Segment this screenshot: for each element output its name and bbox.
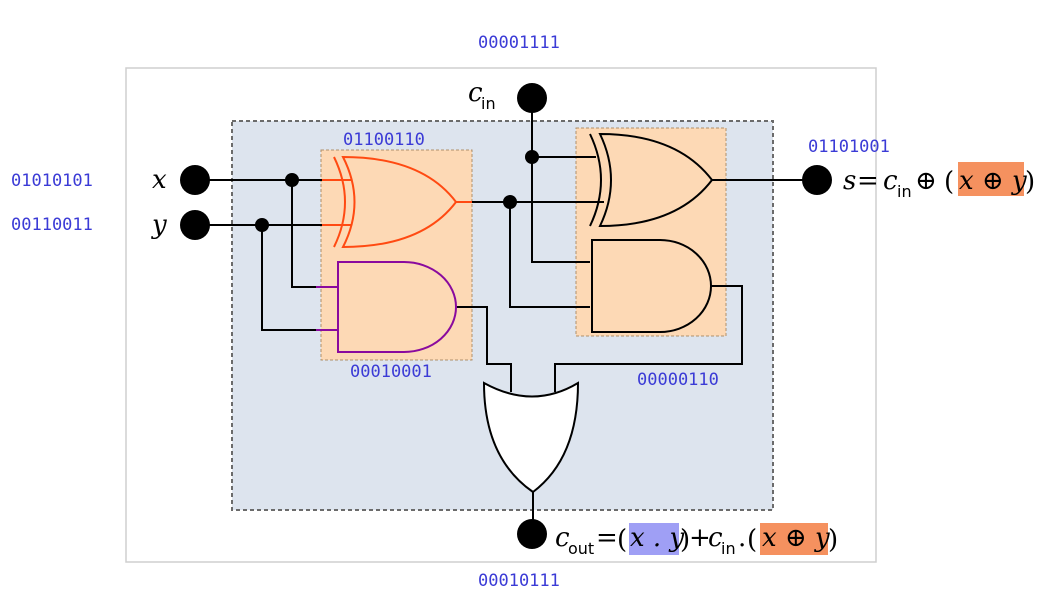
or-gate [482, 381, 580, 494]
svg-text:): ) [680, 525, 690, 555]
xor-gate-1 [333, 155, 458, 249]
svg-text:x ⊕ y: x ⊕ y [762, 523, 830, 553]
sum-expression: s = c in ⊕ ( x ⊕ y ) [843, 162, 1035, 201]
svg-text:): ) [1025, 167, 1035, 197]
y-label: y [151, 210, 167, 240]
and-gate-2 [591, 239, 712, 333]
svg-text:(: ( [617, 525, 627, 555]
sum-xor-highlight [958, 162, 1024, 196]
y-terminal [180, 210, 210, 240]
svg-text:x . y: x . y [630, 523, 684, 553]
svg-text:⊕: ⊕ [915, 166, 937, 196]
svg-text:s: s [843, 166, 856, 196]
svg-text:): ) [828, 525, 838, 555]
svg-text:c: c [555, 523, 570, 553]
svg-text:c: c [468, 78, 483, 108]
x-terminal [180, 165, 210, 195]
junction-dots [255, 150, 539, 232]
svg-text:in: in [721, 539, 736, 558]
cout-and-highlight [629, 523, 679, 555]
and1-input-stubs [316, 286, 338, 331]
svg-text:=: = [857, 166, 879, 196]
and1-binary: 00010001 [350, 362, 432, 382]
sum-terminal [802, 165, 832, 195]
and2-binary: 00000110 [637, 370, 719, 390]
svg-text:out: out [568, 539, 594, 558]
svg-text:in: in [481, 94, 496, 113]
cout-xor-highlight [760, 523, 828, 555]
svg-text:c: c [708, 523, 723, 553]
svg-text:+: + [689, 523, 711, 553]
cout-binary: 00010111 [478, 571, 560, 591]
cout-expression: c out = ( x . y ) + c in . ( x ⊕ y ) [555, 523, 838, 558]
cin-binary: 00001111 [478, 33, 560, 53]
x-label: x [152, 165, 167, 195]
y-binary: 00110011 [11, 215, 93, 235]
xor-gate-2 [589, 132, 714, 228]
svg-text:c: c [883, 166, 898, 196]
xor1-input-stubs [322, 179, 472, 226]
cout-terminal [517, 519, 547, 549]
svg-text:in: in [897, 182, 912, 201]
svg-text:(: ( [747, 525, 757, 555]
svg-text:(: ( [944, 167, 954, 197]
svg-text:.: . [738, 523, 746, 553]
outer-frame [125, 67, 877, 563]
svg-text:=: = [596, 523, 618, 553]
xor1-binary: 01100110 [343, 130, 425, 150]
and-gate-1 [337, 261, 457, 353]
svg-text:x ⊕ y: x ⊕ y [959, 166, 1027, 196]
cin-terminal [517, 83, 547, 113]
cin-label: c in [468, 78, 496, 113]
sum-binary: 01101001 [808, 137, 890, 157]
x-binary: 01010101 [11, 171, 93, 191]
